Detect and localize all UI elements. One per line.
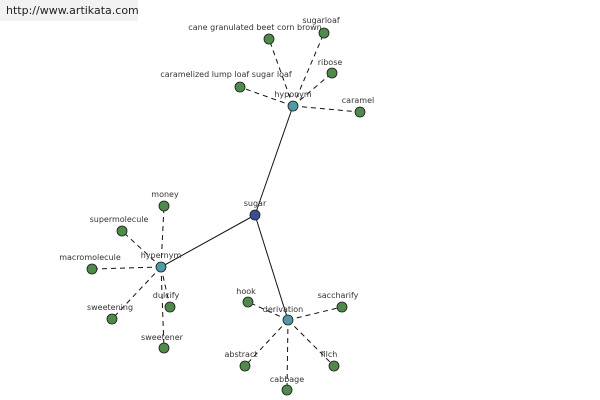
node-label-macromolecule: macromolecule xyxy=(59,253,121,262)
node-sweetener[interactable]: sweetener xyxy=(141,333,184,354)
node-abstract[interactable]: abstract xyxy=(224,350,258,372)
node-sugarloaf[interactable]: sugarloaf xyxy=(302,16,340,39)
edge-hypernym-to-sweetening xyxy=(111,266,162,320)
edge-hyponym-to-caramelized xyxy=(239,86,294,107)
node-circle-sugarloaf[interactable] xyxy=(318,27,330,39)
edge-hypernym-to-dulcify xyxy=(160,266,171,308)
node-money[interactable]: money xyxy=(151,190,179,212)
node-circle-hook[interactable] xyxy=(242,296,254,308)
edge-hypernym-to-macromolecule xyxy=(91,266,162,270)
node-macromolecule[interactable]: macromolecule xyxy=(59,253,121,275)
node-filch[interactable]: filch xyxy=(321,350,340,372)
node-circle-filch[interactable] xyxy=(328,360,340,372)
edge-derivation-to-cabbage xyxy=(286,319,289,391)
node-label-hypernym: hypernym xyxy=(141,251,182,260)
node-circle-derivation[interactable] xyxy=(282,314,294,326)
node-label-derivation: derivation xyxy=(263,305,303,314)
nodes-layer: sugar hyponym hypernym derivation cane granu… xyxy=(59,16,374,396)
node-circle-cane-granulated[interactable] xyxy=(263,33,275,45)
edge-hypernym-to-money xyxy=(160,205,165,268)
node-derivation[interactable]: derivation xyxy=(263,305,303,326)
node-label-ribose: ribose xyxy=(318,58,343,67)
node-label-sweetening: sweetening xyxy=(87,303,133,312)
edge-derivation-to-hook xyxy=(247,301,289,321)
node-label-abstract: abstract xyxy=(224,350,257,359)
node-cane-granulated[interactable]: cane granulated beet corn brown xyxy=(188,23,322,45)
edge-derivation-to-filch xyxy=(287,319,335,367)
node-caramel[interactable]: caramel xyxy=(342,96,374,118)
node-label-hyponym: hyponym xyxy=(274,90,312,99)
node-circle-cabbage[interactable] xyxy=(281,384,293,396)
node-supermolecule[interactable]: supermolecule xyxy=(90,215,149,237)
node-circle-hypernym[interactable] xyxy=(155,261,167,273)
node-label-cane-granulated: cane granulated beet corn brown xyxy=(188,23,321,32)
edge-hyponym-to-sugarloaf xyxy=(292,32,325,107)
node-label-dulcify: dulcify xyxy=(153,291,180,300)
edge-derivation-to-abstract xyxy=(244,319,289,367)
node-circle-ribose[interactable] xyxy=(326,67,338,79)
node-circle-saccharify[interactable] xyxy=(336,301,348,313)
node-caramelized[interactable]: caramelized lump loaf sugar loaf xyxy=(160,70,292,93)
edge-sugar-to-derivation xyxy=(254,214,289,321)
node-label-sweetener: sweetener xyxy=(141,333,184,342)
edge-hyponym-to-cane-granulated xyxy=(268,38,294,107)
node-circle-hyponym[interactable] xyxy=(287,100,299,112)
edge-derivation-to-saccharify xyxy=(287,306,343,321)
edges-layer xyxy=(91,32,361,391)
node-label-sugar: sugar xyxy=(244,199,267,208)
edge-hypernym-to-supermolecule xyxy=(121,230,162,268)
node-label-sugarloaf: sugarloaf xyxy=(302,16,340,25)
node-hypernym[interactable]: hypernym xyxy=(141,251,182,273)
node-circle-sugar[interactable] xyxy=(249,209,261,221)
edge-hypernym-to-sweetener xyxy=(160,266,165,349)
node-sugar[interactable]: sugar xyxy=(244,199,267,221)
node-circle-money[interactable] xyxy=(158,200,170,212)
node-saccharify[interactable]: saccharify xyxy=(318,291,359,313)
node-label-caramelized: caramelized lump loaf sugar loaf xyxy=(160,70,292,79)
node-sweetening[interactable]: sweetening xyxy=(87,303,133,325)
node-dulcify[interactable]: dulcify xyxy=(153,291,180,313)
node-label-cabbage: cabbage xyxy=(270,375,304,384)
node-hook[interactable]: hook xyxy=(236,287,256,308)
node-circle-supermolecule[interactable] xyxy=(116,225,128,237)
node-circle-caramelized[interactable] xyxy=(234,81,246,93)
node-circle-sweetener[interactable] xyxy=(158,342,170,354)
edge-sugar-to-hypernym xyxy=(160,214,256,268)
node-label-hook: hook xyxy=(236,287,256,296)
node-label-filch: filch xyxy=(321,350,338,359)
node-label-money: money xyxy=(151,190,179,199)
edge-hyponym-to-caramel xyxy=(292,105,361,113)
node-circle-caramel[interactable] xyxy=(354,106,366,118)
node-label-saccharify: saccharify xyxy=(318,291,359,300)
node-circle-dulcify[interactable] xyxy=(164,301,176,313)
node-circle-sweetening[interactable] xyxy=(106,313,118,325)
node-label-supermolecule: supermolecule xyxy=(90,215,149,224)
node-hyponym[interactable]: hyponym xyxy=(274,90,312,112)
source-url-label: http://www.artikata.com xyxy=(0,0,139,21)
node-circle-abstract[interactable] xyxy=(239,360,251,372)
node-circle-macromolecule[interactable] xyxy=(86,263,98,275)
node-cabbage[interactable]: cabbage xyxy=(270,375,304,396)
node-ribose[interactable]: ribose xyxy=(318,58,343,79)
node-label-caramel: caramel xyxy=(342,96,374,105)
edge-sugar-to-hyponym xyxy=(254,105,294,216)
